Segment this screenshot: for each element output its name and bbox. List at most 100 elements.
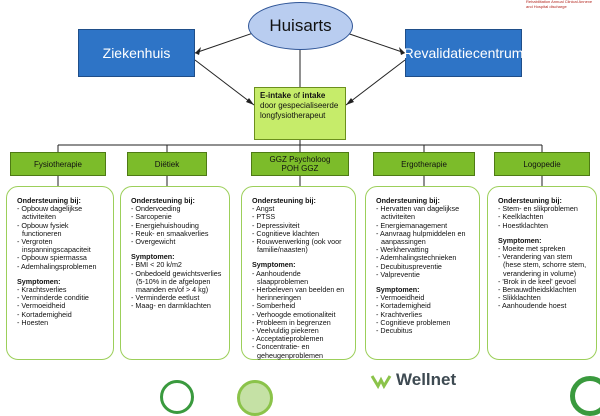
support-item: Angst bbox=[252, 204, 351, 213]
panel-logopedie: Ondersteuning bij:Stem- en slikproblemen… bbox=[487, 186, 597, 360]
ziekenhuis-node: Ziekenhuis bbox=[78, 29, 195, 77]
support-item: Ademhalingstechnieken bbox=[376, 254, 475, 262]
symptom-item: Vermoeidheid bbox=[17, 302, 109, 310]
symptom-item: Probleem in begrenzen bbox=[252, 318, 351, 327]
support-item: Decubituspreventie bbox=[376, 262, 475, 271]
discipline-label: Ergotherapie bbox=[401, 159, 447, 169]
symptoms-heading: Symptomen: bbox=[252, 260, 296, 270]
symptom-item: Verminderde eetlust bbox=[131, 294, 225, 302]
corner-note: Rehabilitation Annual Clinical Annexe an… bbox=[526, 0, 593, 9]
wellnet-logo-icon bbox=[370, 375, 392, 390]
partner-logo-2 bbox=[237, 380, 273, 416]
support-list: Opbouw dagelijkse activiteitenOpbouw fys… bbox=[17, 204, 109, 271]
wellnet-logo-text: Wellnet bbox=[396, 370, 457, 389]
symptoms-list: VermoeidheidKortademigheidKrachtverliesC… bbox=[376, 294, 475, 335]
support-heading: Ondersteuning bij: bbox=[131, 196, 195, 205]
support-item: Werkhervatting bbox=[376, 246, 475, 254]
symptom-item: Slikklachten bbox=[498, 294, 592, 302]
support-item: Opbouw spiermassa bbox=[17, 254, 109, 262]
symptoms-heading: Symptomen: bbox=[17, 276, 61, 286]
symptoms-heading: Symptomen: bbox=[131, 252, 175, 262]
support-item: Energiemanagement bbox=[376, 221, 475, 230]
symptom-item: Verminderde conditie bbox=[17, 294, 109, 302]
intake-description: door gespecialiseerde longfysiotherapeut bbox=[260, 101, 339, 120]
support-item: Ademhalingsproblemen bbox=[17, 262, 109, 271]
support-heading: Ondersteuning bij: bbox=[252, 196, 316, 205]
symptom-item: Onbedoeld gewichtsverlies (5-10% in de a… bbox=[131, 269, 225, 295]
support-item: Hervatten van dagelijkse activiteiten bbox=[376, 204, 475, 221]
symptoms-list: Aanhoudende slaapproblemenHerbeleven van… bbox=[252, 269, 351, 360]
discipline-ergotherapie: Ergotherapie bbox=[373, 152, 475, 176]
support-heading: Ondersteuning bij: bbox=[17, 196, 81, 205]
symptom-item: Hoesten bbox=[17, 318, 109, 327]
symptom-item: Krachtsverlies bbox=[17, 285, 109, 294]
panel-ggz: Ondersteuning bij:AngstPTSSDepressivitei… bbox=[241, 186, 356, 360]
huisarts-label: Huisarts bbox=[269, 16, 332, 35]
intake-intake: intake bbox=[302, 91, 326, 100]
support-item: Cognitieve klachten bbox=[252, 229, 351, 238]
symptom-item: Cognitieve problemen bbox=[376, 318, 475, 327]
symptoms-heading: Symptomen: bbox=[376, 285, 420, 295]
symptoms-list: BMI < 20 k/m2Onbedoeld gewichtsverlies (… bbox=[131, 261, 225, 310]
symptom-item: Vermoeidheid bbox=[376, 294, 475, 302]
support-item: Keelklachten bbox=[498, 213, 592, 221]
discipline-dietiek: Diëtiek bbox=[127, 152, 207, 176]
symptom-item: 'Brok in de keel' gevoel bbox=[498, 277, 592, 286]
symptom-item: BMI < 20 k/m2 bbox=[131, 261, 225, 269]
support-item: Reuk- en smaakverlies bbox=[131, 229, 225, 238]
support-item: Depressiviteit bbox=[252, 221, 351, 230]
discipline-label: GGZ Psycholoog POH GGZ bbox=[269, 155, 331, 173]
symptom-item: Kortademigheid bbox=[376, 302, 475, 310]
support-item: Hoestklachten bbox=[498, 221, 592, 230]
support-list: AngstPTSSDepressiviteitCognitieve klacht… bbox=[252, 204, 351, 254]
support-item: Stem- en slikproblemen bbox=[498, 204, 592, 213]
discipline-label: Diëtiek bbox=[154, 159, 180, 169]
symptom-item: Benauwdheidsklachten bbox=[498, 285, 592, 294]
discipline-logopedie: Logopedie bbox=[494, 152, 590, 176]
intake-box: E-intake of intake door gespecialiseerde… bbox=[254, 87, 346, 140]
support-item: Aanvraag hulpmiddelen en aanpassingen bbox=[376, 229, 475, 246]
support-item: PTSS bbox=[252, 213, 351, 221]
symptom-item: Decubitus bbox=[376, 326, 475, 335]
support-list: OndervoedingSarcopenieEnergiehuishouding… bbox=[131, 204, 225, 246]
support-list: Hervatten van dagelijkse activiteitenEne… bbox=[376, 204, 475, 279]
support-heading: Ondersteuning bij: bbox=[498, 196, 562, 205]
symptom-item: Kortademigheid bbox=[17, 310, 109, 319]
symptom-item: Concentratie- en geheugenproblemen bbox=[252, 343, 351, 360]
huisarts-node: Huisarts bbox=[248, 2, 353, 50]
symptom-item: Veelvuldig piekeren bbox=[252, 326, 351, 335]
symptom-item: Verandering van stem (hese stem, schorre… bbox=[498, 253, 592, 278]
intake-of: of bbox=[291, 91, 303, 100]
partner-logo-3 bbox=[570, 376, 600, 416]
support-item: Overgewicht bbox=[131, 237, 225, 246]
support-heading: Ondersteuning bij: bbox=[376, 196, 440, 205]
support-list: Stem- en slikproblemenKeelklachtenHoestk… bbox=[498, 204, 592, 230]
discipline-ggz: GGZ Psycholoog POH GGZ bbox=[251, 152, 349, 176]
footer-logos: Wellnet bbox=[0, 370, 600, 416]
revalidatiecentrum-node: Revalidatiecentrum bbox=[404, 29, 523, 77]
discipline-label: Logopedie bbox=[523, 159, 561, 169]
symptom-item: Verhoogde emotionaliteit bbox=[252, 310, 351, 319]
symptoms-list: KrachtsverliesVerminderde conditieVermoe… bbox=[17, 285, 109, 327]
symptom-item: Somberheid bbox=[252, 302, 351, 310]
partner-logo-1 bbox=[160, 380, 194, 414]
symptoms-heading: Symptomen: bbox=[498, 235, 542, 245]
support-item: Energiehuishouding bbox=[131, 221, 225, 230]
symptoms-list: Moeite met sprekenVerandering van stem (… bbox=[498, 244, 592, 311]
connector-lines bbox=[57, 28, 543, 186]
support-item: Rouwverwerking (ook voor familie/naasten… bbox=[252, 237, 351, 254]
panel-fysiotherapie: Ondersteuning bij:Opbouw dagelijkse acti… bbox=[6, 186, 114, 360]
support-item: Opbouw dagelijkse activiteiten bbox=[17, 204, 109, 221]
symptom-item: Acceptatieproblemen bbox=[252, 335, 351, 343]
support-item: Opbouw fysiek functioneren bbox=[17, 221, 109, 238]
support-item: Vergroten inspanningscapaciteit bbox=[17, 237, 109, 254]
intake-e-intake: E-intake bbox=[260, 91, 292, 100]
support-item: Ondervoeding bbox=[131, 204, 225, 213]
symptom-item: Krachtverlies bbox=[376, 310, 475, 319]
symptom-item: Maag- en darmklachten bbox=[131, 302, 225, 310]
panel-dietiek: Ondersteuning bij:OndervoedingSarcopenie… bbox=[120, 186, 230, 360]
support-item: Valpreventie bbox=[376, 270, 475, 279]
symptom-item: Moeite met spreken bbox=[498, 244, 592, 253]
discipline-label: Fysiotherapie bbox=[33, 159, 83, 169]
symptom-item: Aanhoudende slaapproblemen bbox=[252, 269, 351, 286]
